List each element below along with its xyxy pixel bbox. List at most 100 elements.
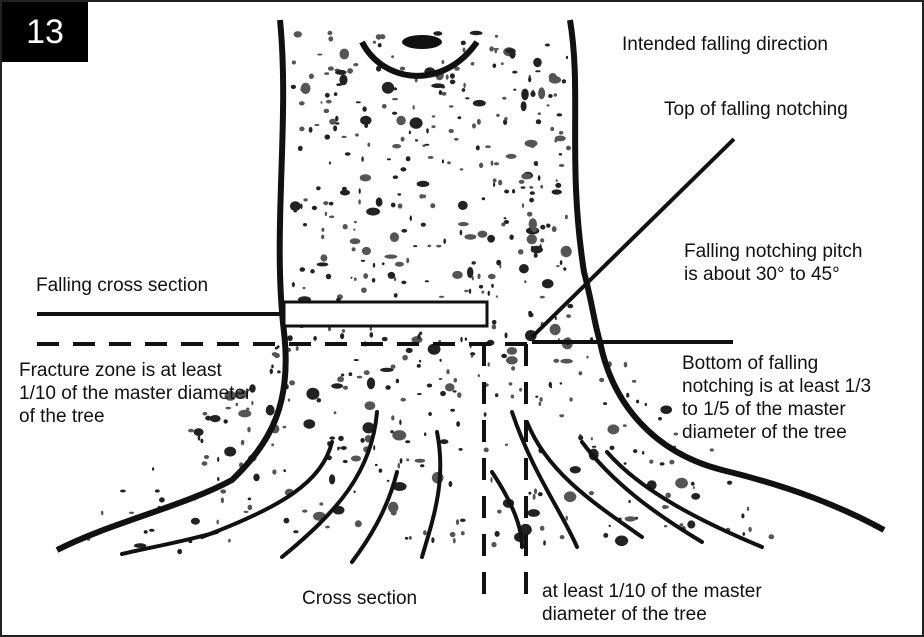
top-notching-line [532,139,734,337]
bark-speck [532,227,538,232]
bark-speck [310,269,315,273]
bark-speck [325,526,330,529]
bark-speck [442,92,447,96]
bark-speck [484,448,489,453]
bark-speck [356,101,361,103]
bark-speck [309,74,314,80]
bark-speck [353,63,358,66]
bark-speck [397,193,401,195]
bark-speck [565,215,568,219]
bark-speck [331,383,343,388]
bark-speck [450,532,456,537]
label-bottom-notching: Bottom of falling notching is at least 1… [682,352,871,444]
bark-speck [608,424,620,434]
bark-speck [579,371,583,375]
bark-speck [303,419,315,428]
bark-speck [228,539,231,543]
bark-speck [378,43,382,47]
bark-speck [191,518,200,525]
bark-speck [325,212,327,216]
bark-speck [636,400,639,404]
bark-speck [292,282,295,287]
bark-speck [548,94,553,98]
bark-speck [538,492,543,496]
bark-speck [302,510,307,513]
bark-speck [478,374,480,377]
bark-speck [317,262,329,266]
bark-speck [525,140,538,147]
bark-speck [492,320,497,325]
bark-speck [328,327,331,331]
bark-speck [248,505,253,511]
bark-speck [528,77,531,83]
bark-speck [399,420,401,426]
bark-speck [400,458,403,464]
bark-speck [679,523,683,526]
bark-speck [364,370,370,375]
bark-speck [367,143,370,147]
bark-speck [343,386,348,390]
bark-speck [540,244,542,249]
bark-speck [519,388,522,392]
bark-speck [491,284,494,288]
bark-speck [446,74,449,79]
bark-speck [384,255,397,259]
bark-speck [155,489,160,492]
bark-speck [439,378,443,380]
bark-speck [359,188,361,194]
bark-speck [428,156,434,159]
bark-speck [425,280,429,282]
bark-speck [334,411,337,414]
bark-speck [649,460,653,464]
bark-speck [188,429,194,433]
bark-speck [342,329,345,333]
bark-speck [559,414,564,417]
bark-speck [347,68,353,74]
bark-speck [417,181,430,187]
bark-speck [202,461,208,466]
bark-speck [533,58,542,67]
bark-speck [220,489,226,493]
bark-speck [521,101,527,111]
bark-speck [299,101,305,105]
bark-speck [493,64,497,68]
bark-speck [360,438,364,443]
bark-speck [354,278,357,281]
bark-speck [457,392,461,398]
bark-speck [353,491,355,493]
bark-speck [351,277,353,279]
bark-speck [200,439,203,443]
bark-speck [296,346,299,351]
bark-speck [129,512,134,514]
bark-speck [469,289,471,294]
bark-speck [342,187,347,191]
bark-speck [628,500,630,503]
bark-speck [540,526,545,531]
bark-speck [352,247,356,251]
bark-speck [632,380,637,383]
bark-speck [415,459,426,463]
bark-speck [379,469,383,473]
bark-speck [301,83,311,94]
bark-speck [491,542,496,547]
bark-speck [317,398,322,402]
bark-speck [664,525,667,527]
bark-speck [529,186,533,189]
bark-speck [313,336,317,341]
root [422,432,440,557]
bark-speck [443,238,446,244]
bark-speck [669,460,674,465]
bark-speck [464,234,476,240]
bark-speck [476,145,480,150]
bark-speck [693,486,695,489]
bark-speck [419,360,421,363]
bark-speck [401,137,405,142]
bark-speck [460,337,462,343]
bark-speck [769,534,775,539]
bark-speck [341,374,344,377]
bark-speck [375,464,378,466]
bark-speck [477,274,480,280]
bark-speck [449,129,454,133]
bark-speck [391,55,394,58]
